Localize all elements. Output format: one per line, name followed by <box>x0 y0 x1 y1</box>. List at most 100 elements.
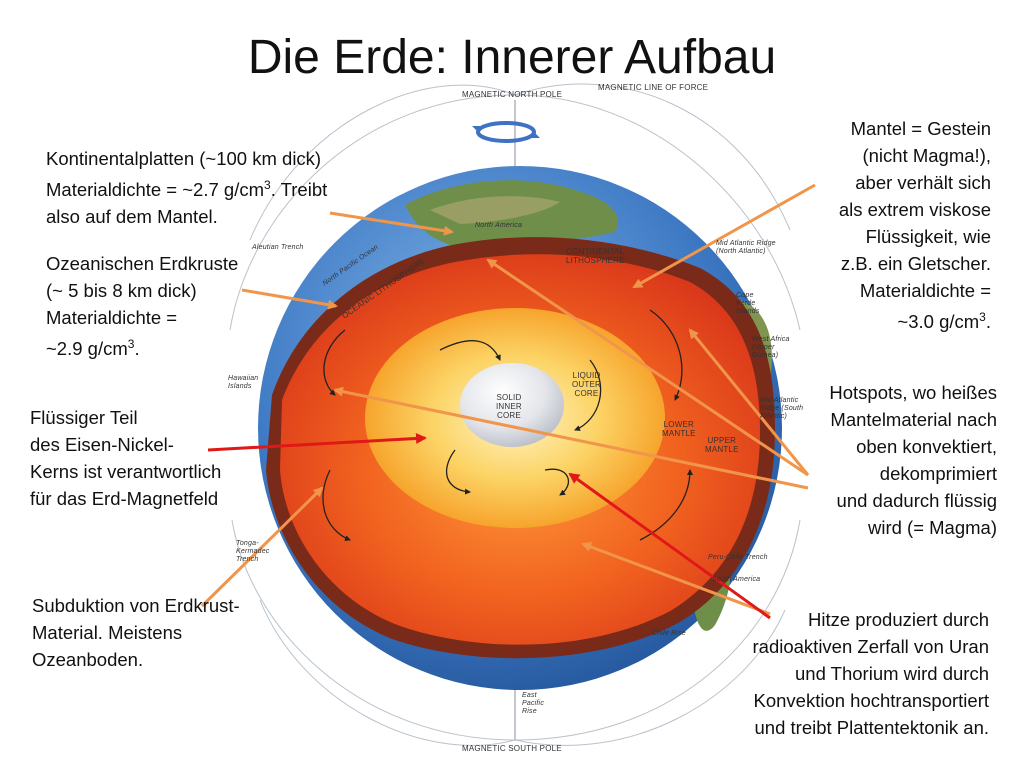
label-lower-mantle-1: LOWER <box>663 420 694 429</box>
label-continental-lithosphere: CONTINENTAL LITHOSPHERE <box>566 247 625 265</box>
note-line: Flüssiger Teil <box>30 407 138 428</box>
label-solid-core-2: INNER <box>496 402 522 411</box>
note-line: oben konvektiert, <box>856 436 997 457</box>
note-hotspots: Hotspots, wo heißes Mantelmaterial nach … <box>829 379 997 541</box>
label-solid-core-3: CORE <box>496 411 521 420</box>
label-solid-core-1: SOLID <box>496 393 522 402</box>
note-line: des Eisen-Nickel- <box>30 434 174 455</box>
label-upper-mantle-2: MANTLE <box>705 445 739 454</box>
label-east-pacific-2: Pacific <box>522 700 545 707</box>
label-lower-mantle-2: MANTLE <box>662 429 696 438</box>
label-liquid-core-3: CORE <box>574 389 599 398</box>
note-line: z.B. ein Gletscher. <box>840 253 991 274</box>
label-hawaiian-2: Islands <box>228 383 252 390</box>
label-tonga-1: Tonga- <box>236 540 259 547</box>
note-line: Materialdichte = <box>859 280 991 301</box>
inner-core <box>460 363 564 447</box>
label-north-pole: MAGNETIC NORTH POLE <box>462 90 563 99</box>
note-line: und dadurch flüssig <box>836 490 997 511</box>
label-east-pacific: East Pacific Rise <box>522 692 544 716</box>
note-line: also auf dem Mantel. <box>46 206 218 228</box>
arrow-hotspot-3 <box>333 386 809 490</box>
label-hawaiian: Hawaiian Islands <box>228 375 258 391</box>
note-line: (~ 5 bis 8 km dick) <box>46 280 197 301</box>
label-west-africa: West Africa (Upper Guinea) <box>752 336 790 360</box>
annotation-arrows <box>200 183 816 620</box>
note-line: Mantel = Gestein <box>850 118 991 139</box>
label-solid-core: SOLID INNER CORE <box>496 393 522 420</box>
label-south-pole: MAGNETIC SOUTH POLE <box>462 744 562 753</box>
note-line: ~2.9 g/cm3. <box>46 337 140 360</box>
convection-arrows <box>322 309 693 541</box>
land-highlight <box>430 196 560 224</box>
note-line: Ozeanischen Erdkruste <box>46 253 239 274</box>
label-mid-atlantic-s-1: Mid Atlantic <box>760 397 799 404</box>
note-line: Mantelmaterial nach <box>830 409 997 430</box>
note-fluessiger-kern: Flüssiger Teil des Eisen-Nickel- Kerns i… <box>30 404 221 512</box>
note-line: und Thorium wird durch <box>795 663 989 684</box>
note-hitze: Hitze produziert durch radioaktiven Zerf… <box>753 606 990 741</box>
label-mid-atlantic-north: Mid Atlantic Ridge (North Atlantic) <box>716 240 776 256</box>
label-cape-verde: Cape Verde Islands <box>736 292 760 316</box>
label-mid-atlantic-n-1: Mid Atlantic Ridge <box>716 240 776 247</box>
label-continental-litho-1: CONTINENTAL <box>566 247 625 256</box>
label-lower-mantle: LOWER MANTLE <box>662 420 696 438</box>
arrow-hitze-2 <box>568 472 771 620</box>
label-peru-chile: Peru-Chile Trench <box>708 554 768 561</box>
label-hawaiian-1: Hawaiian <box>228 375 259 382</box>
label-tonga-3: Trench <box>236 556 259 563</box>
label-tonga: Tonga- Kermadec Trench <box>236 540 270 564</box>
label-mid-atlantic-south: Mid Atlantic Ridge (South Atlantic) <box>760 397 803 421</box>
note-ozeanische-erdkruste: Ozeanischen Erdkruste (~ 5 bis 8 km dick… <box>46 250 238 362</box>
label-aleutian: Aleutian Trench <box>252 244 304 251</box>
arrow-hitze-1 <box>581 542 771 616</box>
label-mid-atlantic-n-2: (North Atlantic) <box>716 248 766 255</box>
label-west-africa-3: Guinea) <box>752 352 779 359</box>
label-west-africa-2: (Upper <box>752 344 775 351</box>
note-line: Flüssigkeit, wie <box>865 226 991 247</box>
arrow-hotspot-2 <box>688 328 810 476</box>
note-line: als extrem viskose <box>838 199 991 220</box>
label-north-america: North America <box>475 222 523 229</box>
note-line: Hitze produziert durch <box>808 609 989 630</box>
note-line: Konvektion hochtransportiert <box>753 690 990 711</box>
note-mantel: Mantel = Gestein (nicht Magma!), aber ve… <box>839 115 991 335</box>
note-line: Subduktion von Erdkrust- <box>32 595 240 616</box>
label-mid-atlantic-s-3: Atlantic) <box>760 413 788 420</box>
label-liquid-core: LIQUID OUTER CORE <box>572 371 601 398</box>
label-cape-verde-1: Cape <box>736 292 754 299</box>
label-east-pacific-1: East <box>522 692 537 699</box>
label-liquid-core-1: LIQUID <box>572 371 601 380</box>
label-upper-mantle-1: UPPER <box>707 436 737 445</box>
note-line: Materialdichte = ~2.7 g/cm3. Treibt <box>46 178 328 201</box>
label-liquid-core-2: OUTER <box>572 380 601 389</box>
note-line: ~3.0 g/cm3. <box>897 310 991 333</box>
magnetic-field-lines <box>229 83 801 746</box>
note-line: wird (= Magma) <box>867 517 997 538</box>
label-cape-verde-3: Islands <box>736 308 760 315</box>
label-continental-litho-2: LITHOSPHERE <box>566 256 625 265</box>
label-chile-rise: Chile Rise <box>652 630 686 637</box>
note-kontinentalplatten: Kontinentalplatten (~100 km dick) Materi… <box>46 145 327 230</box>
arrow-kern <box>207 433 427 452</box>
note-line: für das Erd-Magnetfeld <box>30 488 219 509</box>
label-cape-verde-2: Verde <box>736 300 756 307</box>
label-upper-mantle: UPPER MANTLE <box>705 436 739 454</box>
note-subduktion: Subduktion von Erdkrust- Material. Meist… <box>32 592 240 673</box>
note-line: (nicht Magma!), <box>862 145 991 166</box>
arrow-ozeanisch <box>241 288 338 310</box>
note-line: radioaktiven Zerfall von Uran <box>752 636 990 657</box>
label-east-pacific-3: Rise <box>522 708 537 715</box>
note-line: Materialdichte = <box>46 307 178 328</box>
arrow-mantel <box>632 183 816 289</box>
note-line: Material. Meistens <box>32 622 183 643</box>
label-line-of-force: MAGNETIC LINE OF FORCE <box>598 83 709 92</box>
note-line: dekomprimiert <box>879 463 997 484</box>
note-line: Hotspots, wo heißes <box>829 382 997 403</box>
arrow-subduktion <box>200 486 324 608</box>
arrow-kontinental <box>329 211 454 236</box>
label-tonga-2: Kermadec <box>236 548 270 555</box>
note-line: Kerns ist verantwortlich <box>30 461 222 482</box>
arrow-hotspot-1 <box>486 258 809 477</box>
